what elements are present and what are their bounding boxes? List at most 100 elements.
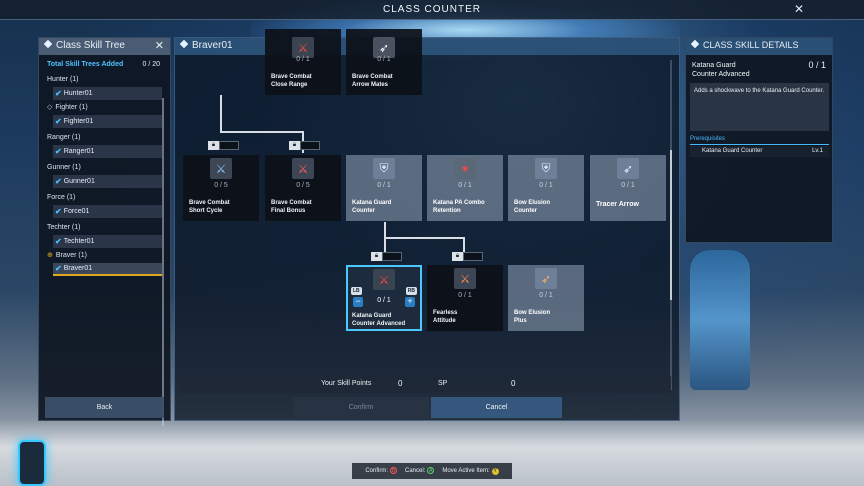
panel-header: Braver01 — [175, 38, 679, 55]
class-label: Hunter (1) — [47, 76, 79, 83]
total-count: 0 / 20 — [142, 61, 160, 68]
skill-points-label: Your Skill Points — [321, 380, 372, 387]
cancel-button[interactable]: Cancel — [431, 397, 562, 418]
sword-icon: ⚔ — [292, 37, 314, 58]
class-header-gunner[interactable]: Gunner (1) — [39, 160, 170, 175]
panel-header: CLASS SKILL DETAILS — [686, 38, 832, 55]
back-button[interactable]: Back — [45, 397, 164, 418]
hint-label: Move Active Item: — [442, 468, 490, 474]
window-close-icon[interactable]: ✕ — [793, 2, 804, 16]
scrollbar[interactable] — [162, 98, 164, 426]
lb-button-icon[interactable]: LB — [351, 287, 362, 295]
bow-elusion-icon: ⛨ — [535, 158, 557, 179]
prerequisite-name: Katana Guard Counter — [702, 148, 763, 154]
title-bar: CLASS COUNTER ✕ — [0, 0, 864, 20]
close-icon[interactable]: ✕ — [154, 40, 164, 52]
locked-gate — [452, 252, 483, 261]
panel-title: Class Skill Tree — [56, 40, 125, 51]
tree-item-braver01[interactable]: ✔Braver01 — [53, 263, 162, 276]
check-icon: ✔ — [55, 207, 62, 216]
tree-item-gunner01[interactable]: ✔Gunner01 — [53, 175, 162, 188]
tree-item-techter01[interactable]: ✔Techter01 — [53, 235, 162, 248]
skill-name-line: Counter — [514, 208, 537, 214]
katana-guard-icon: ⛨ — [373, 158, 395, 179]
class-skill-tree-panel: Class Skill Tree ✕ Total Skill Trees Add… — [38, 37, 171, 426]
check-icon: ✔ — [55, 89, 62, 98]
skill-name-line: Brave Combat — [271, 200, 312, 206]
tree-item-ranger01[interactable]: ✔Ranger01 — [53, 145, 162, 158]
locked-gate — [208, 141, 239, 150]
detail-skill-level: 0 / 1 — [808, 60, 826, 70]
y-button-icon: Y — [491, 468, 499, 475]
hint-cancel: Cancel:A — [405, 463, 435, 479]
panel-header: Class Skill Tree ✕ — [39, 38, 170, 55]
class-label: Ranger (1) — [47, 134, 81, 141]
total-skill-trees: Total Skill Trees Added 0 / 20 — [39, 55, 170, 68]
skill-level: 0 / 1 — [377, 182, 391, 189]
skill-level: 0 / 1 — [377, 56, 391, 63]
skill-name-line: Bow Elusion — [514, 310, 550, 316]
class-header-force[interactable]: Force (1) — [39, 190, 170, 205]
skill-level: 0 / 1 — [539, 292, 553, 299]
rb-button-icon[interactable]: RB — [405, 287, 417, 295]
sp-value: 0 — [511, 379, 516, 388]
skill-points-bar: Your Skill Points 0 SP 0 — [181, 376, 671, 393]
class-mark-icon: ◇ — [47, 104, 53, 111]
skill-name-line: Counter — [352, 208, 375, 214]
class-header-braver[interactable]: ⊕Braver (1) — [39, 248, 170, 263]
skill-node-tracer-arrow[interactable]: ➶ 0 / 1 Tracer Arrow — [590, 155, 666, 221]
check-icon: ✔ — [55, 147, 62, 156]
class-label: Techter (1) — [47, 224, 81, 231]
confirm-button[interactable]: Confirm — [293, 397, 429, 418]
class-header-fighter[interactable]: ◇Fighter (1) — [39, 100, 170, 115]
decrease-level-button[interactable]: − — [353, 297, 363, 307]
tree-label: Fighter01 — [63, 118, 94, 125]
skill-points-value: 0 — [398, 379, 403, 388]
skill-level: 0 / 1 — [621, 182, 635, 189]
check-icon: ✔ — [55, 117, 62, 126]
skill-level: 0 / 5 — [296, 182, 310, 189]
lock-icon — [371, 252, 382, 261]
skill-name-line: Counter Advanced — [352, 321, 406, 327]
tree-item-force01[interactable]: ✔Force01 — [53, 205, 162, 218]
tree-item-fighter01[interactable]: ✔Fighter01 — [53, 115, 162, 128]
tree-item-hunter01[interactable]: ✔Hunter01 — [53, 87, 162, 100]
lock-icon — [289, 141, 300, 150]
skill-name-line: Brave Combat — [189, 200, 230, 206]
class-header-techter[interactable]: Techter (1) — [39, 220, 170, 235]
katana-icon: ⚔ — [373, 269, 395, 290]
class-label: Fighter (1) — [55, 104, 88, 111]
class-header-ranger[interactable]: Ranger (1) — [39, 130, 170, 145]
gate-meter — [382, 252, 402, 261]
class-header-hunter[interactable]: Hunter (1) — [39, 72, 170, 87]
locked-gate — [371, 252, 402, 261]
skill-name-line: Attitude — [433, 318, 456, 324]
scrollbar-thumb[interactable] — [670, 150, 672, 300]
total-label: Total Skill Trees Added — [47, 61, 124, 68]
scrollbar[interactable] — [670, 60, 672, 390]
check-icon: ✔ — [55, 264, 62, 273]
a-button-icon: A — [427, 467, 435, 474]
increase-level-button[interactable]: + — [405, 297, 415, 307]
check-icon: ✔ — [55, 237, 62, 246]
skill-level: 0 / 5 — [214, 182, 228, 189]
